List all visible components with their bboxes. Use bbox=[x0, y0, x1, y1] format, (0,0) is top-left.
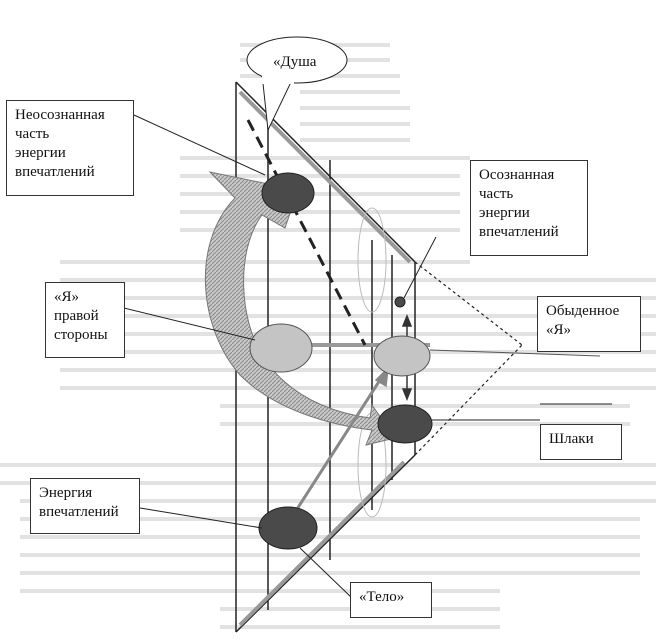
everyday-ya-ellipse bbox=[373, 335, 431, 377]
slag-ellipse bbox=[377, 404, 433, 444]
everyday-line-to-right bbox=[429, 349, 601, 357]
conscious-energy-dot bbox=[394, 296, 406, 308]
unconscious-energy-label: Неосознанная часть энергии впечатлений bbox=[6, 100, 134, 196]
conscious-energy-label: Осознанная часть энергии впечатлений bbox=[470, 160, 588, 256]
everyday-ya-label: Обыденное «Я» bbox=[537, 296, 641, 352]
callout-leaders bbox=[123, 114, 612, 599]
dusha-label: «Душа bbox=[273, 54, 317, 70]
ya-right-side-ellipse bbox=[249, 323, 313, 373]
dusha-bubble: «Душа bbox=[246, 36, 348, 132]
dashed-line bbox=[246, 119, 367, 346]
slag-label: Шлаки bbox=[540, 424, 622, 460]
unconscious-energy-ellipse bbox=[261, 172, 315, 214]
connector-arrows bbox=[288, 313, 413, 521]
body-label: «Тело» bbox=[350, 582, 432, 618]
ya-right-side-label: «Я» правой стороны bbox=[45, 282, 125, 358]
impressions-energy-ellipse bbox=[258, 506, 318, 550]
curved-arrow bbox=[204, 171, 396, 446]
everyday-ya-triangle bbox=[414, 261, 523, 456]
impressions-energy-label: Энергия впечатлений bbox=[30, 478, 140, 534]
